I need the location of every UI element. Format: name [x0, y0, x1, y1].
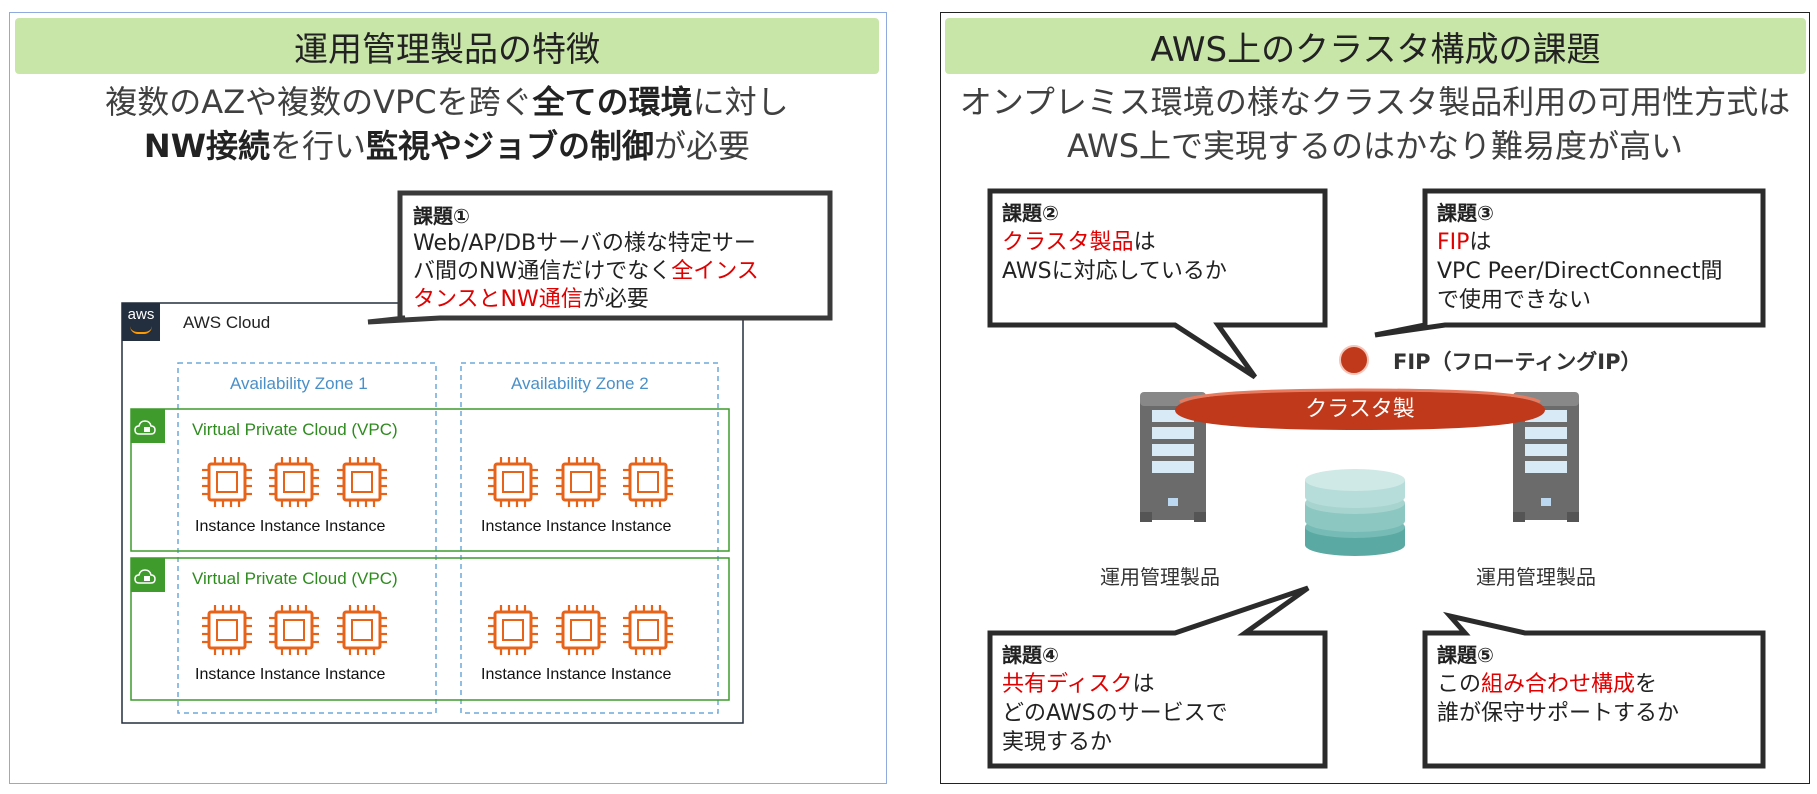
callout-highlight: クラスタ製品	[1002, 230, 1134, 255]
left-desc-text: 複数のAZや複数のVPCを跨ぐ	[105, 83, 533, 121]
callout-line: が必要	[582, 287, 649, 312]
left-title-text: 運用管理製品の特徴	[294, 29, 600, 70]
instance-labels: Instance Instance Instance	[481, 518, 672, 535]
right-title-text: AWS上のクラスタ構成の課題	[1150, 29, 1601, 70]
callout-line: は	[1132, 672, 1155, 697]
callout-line: 実現するか	[1002, 730, 1113, 755]
aws-logo-smile-icon	[130, 326, 152, 334]
callout-line: AWSに対応しているか	[1002, 259, 1227, 284]
right-description: オンプレミス環境の様なクラスタ製品利用の可用性方式は AWS上で実現するのはかな…	[940, 80, 1810, 168]
callout-issue-4: 課題④ 共有ディスクは どのAWSのサービスで 実現するか	[1002, 641, 1322, 757]
instance-labels: Instance Instance Instance	[481, 666, 672, 683]
aws-cloud-diagram	[121, 190, 833, 724]
fip-label: FIP（フローティングIP）	[1393, 350, 1642, 374]
vpc-label: Virtual Private Cloud (VPC)	[192, 420, 398, 439]
callout-line: どのAWSのサービスで	[1002, 701, 1228, 726]
callout-line: 誰が保守サポートするか	[1437, 701, 1680, 726]
callout-line: は	[1469, 230, 1492, 255]
callout-heading: 課題③	[1437, 201, 1494, 225]
left-desc-bold: NW接続	[143, 127, 271, 165]
instance-labels: Instance Instance Instance	[195, 666, 386, 683]
server-label-left: 運用管理製品	[1100, 565, 1220, 589]
az1-label: Availability Zone 1	[230, 374, 368, 393]
left-desc-text: に対し	[692, 83, 789, 121]
left-desc-text: を行い	[270, 127, 367, 165]
shared-disk-icon	[1305, 469, 1405, 556]
aws-cloud-label: AWS Cloud	[183, 313, 271, 332]
left-title: 運用管理製品の特徴	[15, 18, 879, 74]
callout-heading: 課題④	[1002, 643, 1059, 667]
cluster-diagram	[987, 188, 1766, 769]
vpc-cloud-lock-icon	[134, 420, 156, 435]
aws-logo: aws	[122, 306, 160, 323]
left-desc-text: が必要	[654, 127, 751, 165]
left-desc-bold: 監視やジョブの制御	[366, 127, 655, 165]
callout-line: は	[1133, 230, 1156, 255]
instance-labels: Instance Instance Instance	[195, 518, 386, 535]
callout-issue-1: 課題① Web/AP/DBサーバの様な特定サー バ間のNW通信だけでなく全インス…	[413, 202, 823, 314]
vpc-label: Virtual Private Cloud (VPC)	[192, 569, 398, 588]
callout-issue-3: 課題③ FIPは VPC Peer/DirectConnect間 で使用できない	[1437, 199, 1762, 315]
callout-line: バ間のNW通信だけでなく	[413, 259, 672, 284]
right-desc-line: オンプレミス環境の様なクラスタ製品利用の可用性方式は	[959, 83, 1791, 121]
left-description: 複数のAZや複数のVPCを跨ぐ全ての環境に対し NW接続を行い監視やジョブの制御…	[15, 80, 879, 168]
callout-highlight: 全インス	[671, 259, 759, 284]
server-label-right: 運用管理製品	[1476, 565, 1596, 589]
callout-issue-5: 課題⑤ この組み合わせ構成を 誰が保守サポートするか	[1437, 641, 1762, 728]
right-title: AWS上のクラスタ構成の課題	[945, 18, 1806, 74]
callout-heading: 課題⑤	[1437, 643, 1494, 667]
aws-logo-text: aws	[127, 306, 155, 323]
callout-line: Web/AP/DBサーバの様な特定サー	[413, 231, 756, 256]
callout-highlight: 組み合わせ構成	[1481, 672, 1636, 697]
callout-issue-2: 課題② クラスタ製品は AWSに対応しているか	[1002, 199, 1322, 286]
fip-dot-icon	[1339, 345, 1369, 375]
right-desc-line: AWS上で実現するのはかなり難易度が高い	[1066, 127, 1684, 165]
callout-highlight: タンスとNW通信	[413, 287, 583, 312]
callout-line: で使用できない	[1437, 288, 1592, 313]
callout-highlight: 共有ディスク	[1002, 672, 1133, 697]
callout-line: この	[1437, 672, 1482, 697]
callout-heading: 課題②	[1002, 201, 1059, 225]
cluster-band	[1175, 388, 1545, 430]
callout-heading: 課題①	[413, 204, 470, 228]
left-desc-bold: 全ての環境	[532, 83, 693, 121]
az2-label: Availability Zone 2	[511, 374, 649, 393]
callout-highlight: FIP	[1437, 230, 1470, 255]
cluster-label: クラスタ製品	[1305, 397, 1415, 454]
callout-line: VPC Peer/DirectConnect間	[1437, 259, 1723, 284]
callout-line: を	[1635, 672, 1658, 697]
vpc-cloud-lock-icon	[134, 569, 156, 584]
